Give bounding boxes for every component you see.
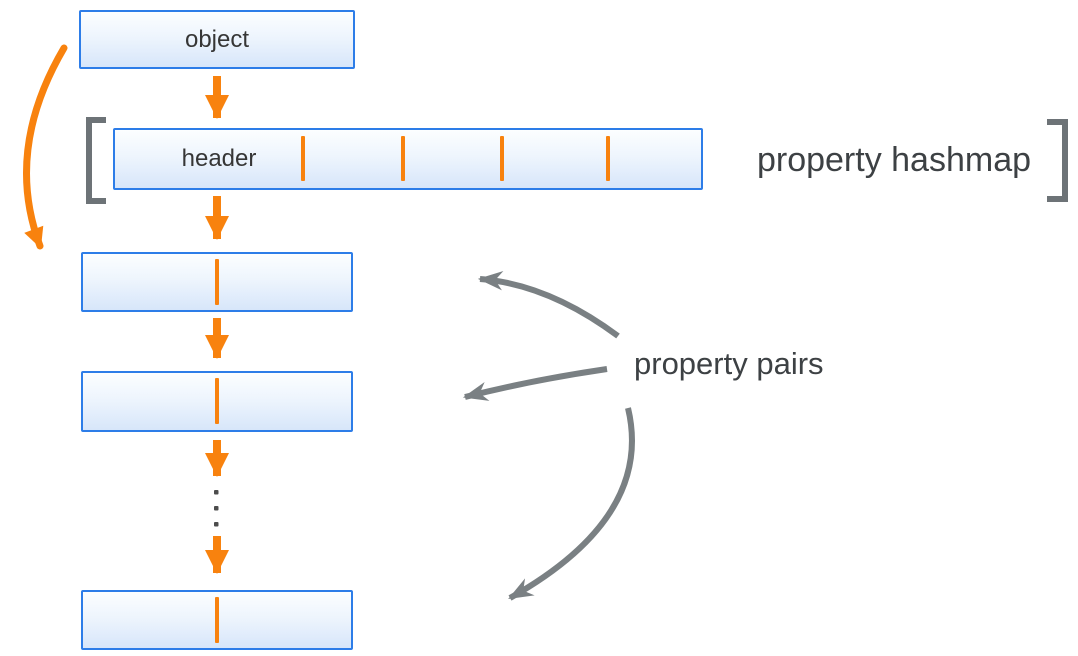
pair-key-value-divider	[215, 378, 219, 424]
hashmap-slot-divider	[401, 136, 405, 181]
hashmap-slot-divider	[301, 136, 305, 181]
pair-key-value-divider	[215, 259, 219, 305]
property-hashmap-box: header	[113, 128, 703, 190]
property-hashmap-label: property hashmap	[756, 141, 1032, 179]
ellipsis-dots-icon	[214, 490, 219, 527]
callout-arrow-pair2-icon	[462, 366, 608, 401]
hashmap-header-cell-label: header	[181, 145, 257, 172]
hashmap-slot-divider	[606, 136, 610, 181]
callout-arrow-pair1-icon	[477, 270, 620, 339]
hashmap-slot-divider	[500, 136, 504, 181]
curved-arrow-object-to-pair1-icon	[23, 44, 68, 250]
left-bracket-icon	[86, 117, 106, 204]
object-box: object	[79, 10, 355, 69]
property-pair-box-1	[81, 252, 353, 312]
object-box-label: object	[184, 25, 250, 53]
callout-arrow-pair3-icon	[508, 407, 635, 601]
property-pairs-label: property pairs	[634, 346, 824, 381]
property-pair-box-2	[81, 371, 353, 432]
property-pair-box-3	[81, 590, 353, 650]
pair-key-value-divider	[215, 597, 219, 643]
